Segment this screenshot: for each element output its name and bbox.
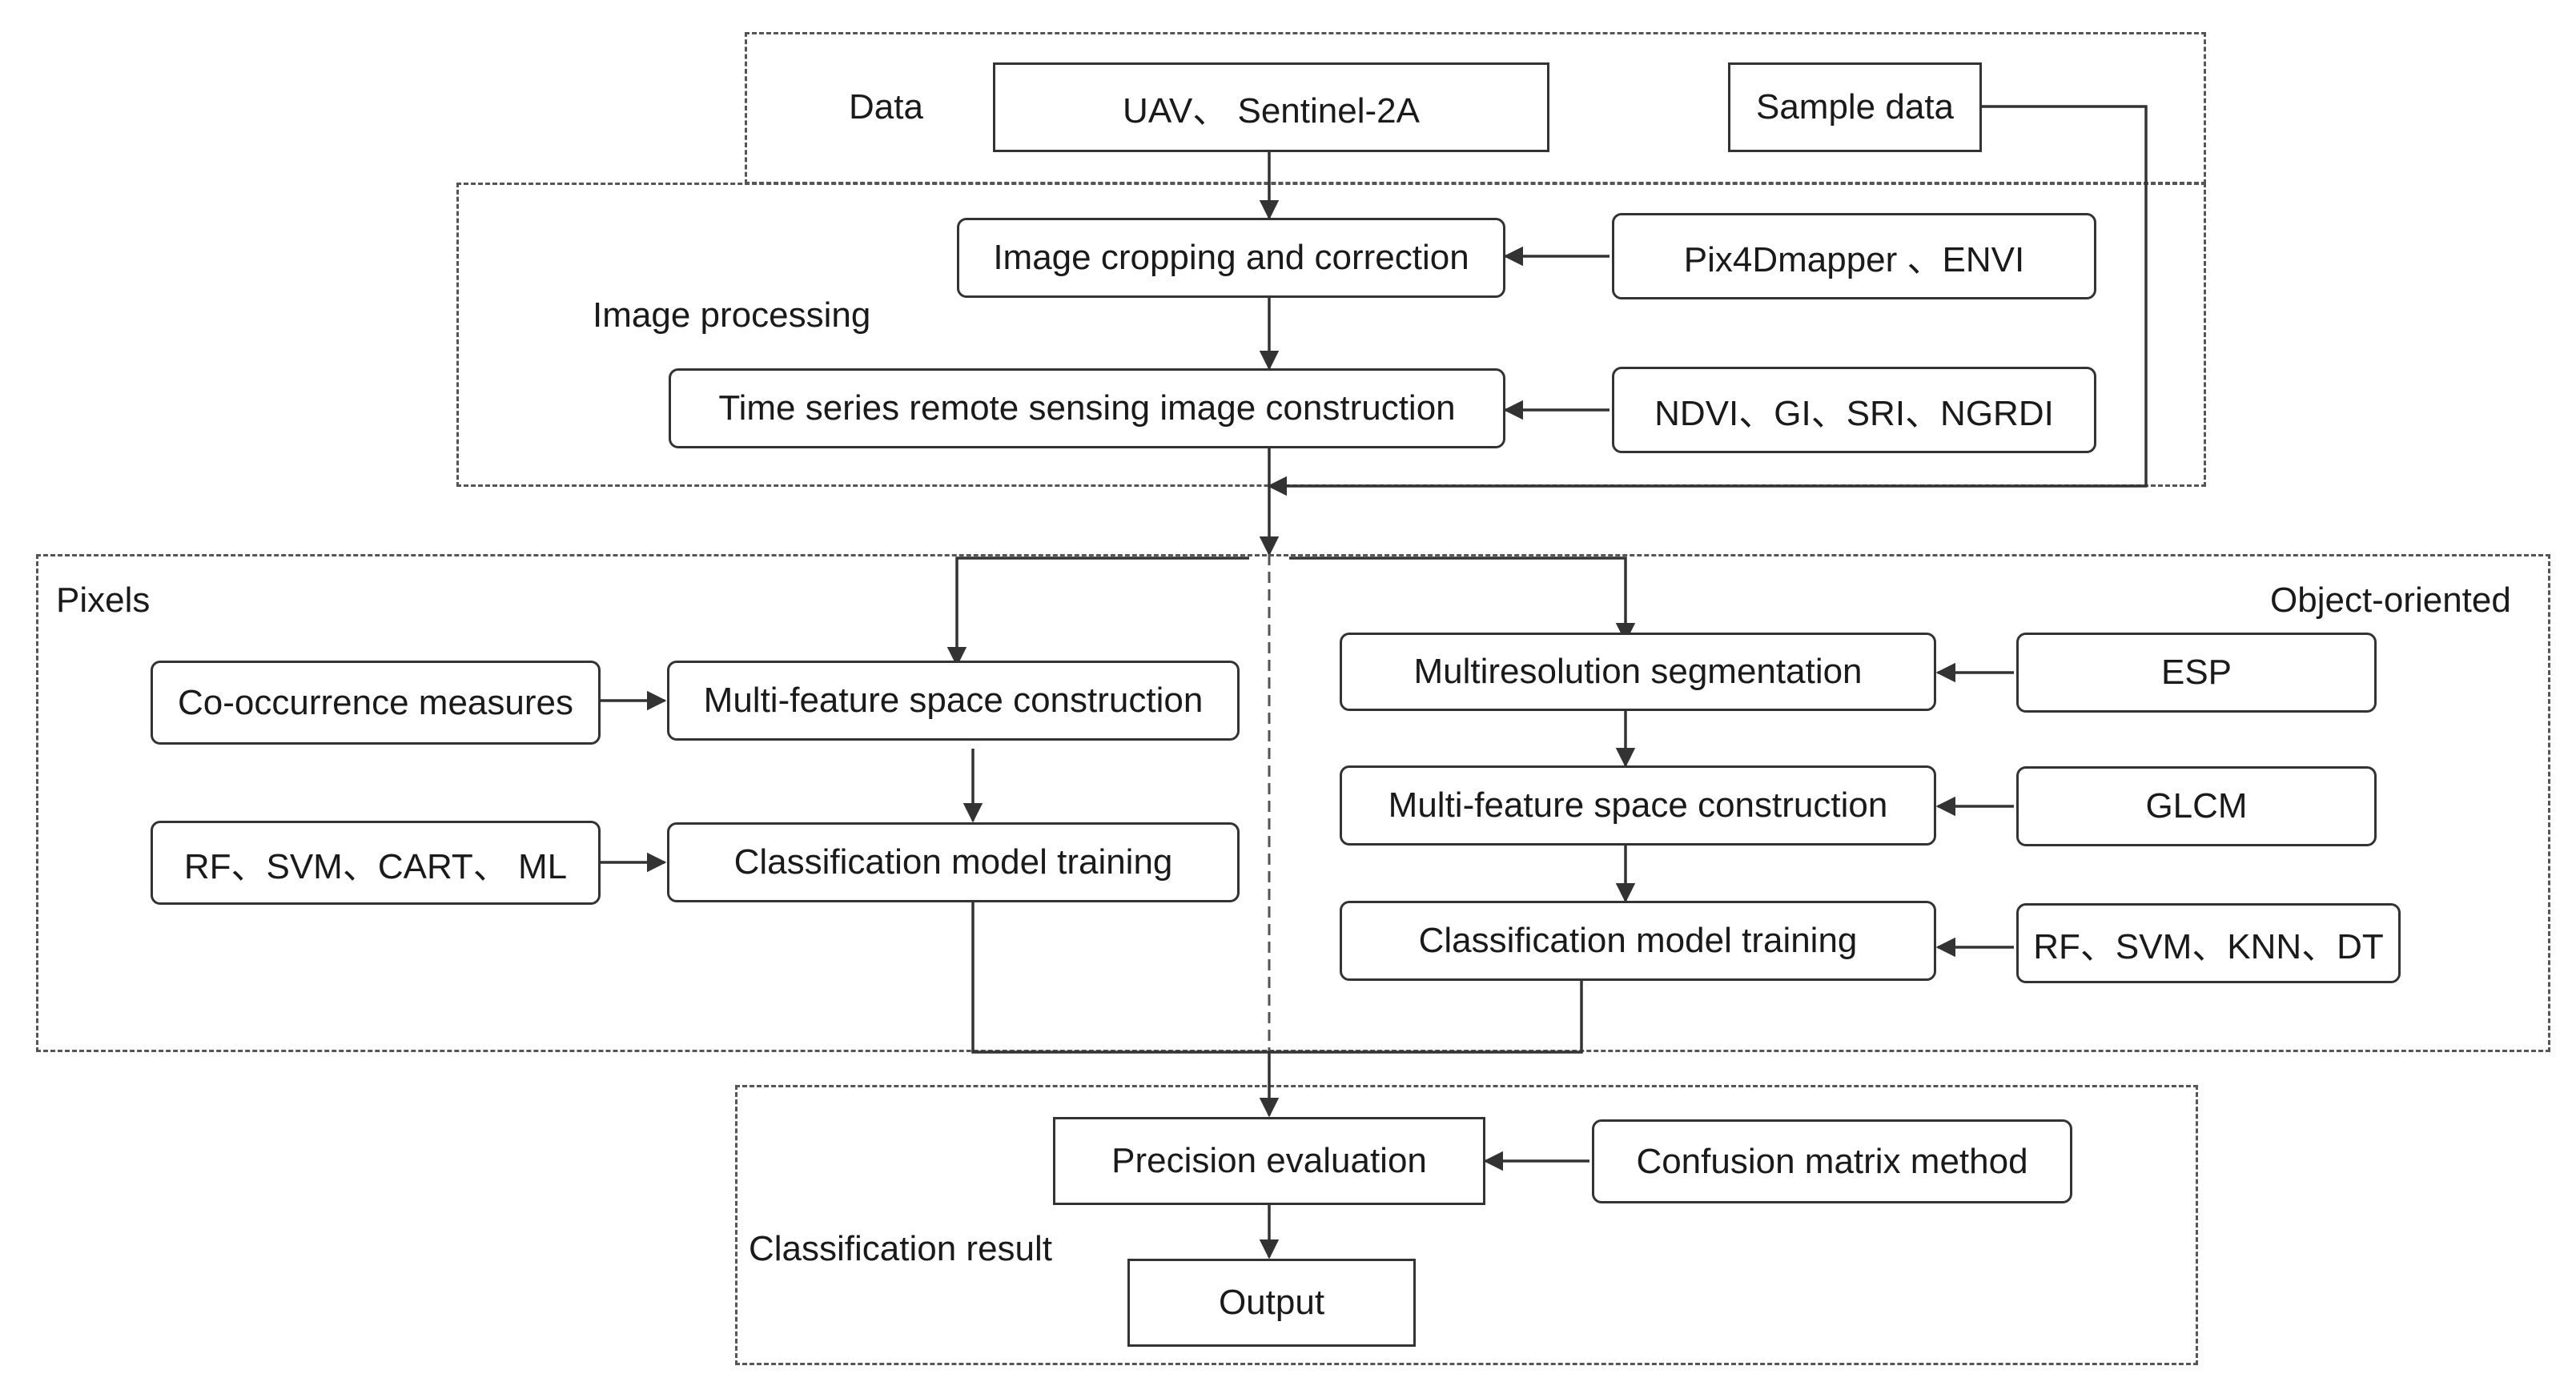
node-time-series: Time series remote sensing image constru… <box>669 368 1505 448</box>
node-pixel-feature-space: Multi-feature space construction <box>667 661 1240 741</box>
node-output: Output <box>1127 1259 1416 1347</box>
node-precision-evaluation: Precision evaluation <box>1053 1117 1485 1205</box>
node-pixel-training: Classification model training <box>667 822 1240 902</box>
node-indices: NDVI、GI、SRI、NGRDI <box>1612 367 2096 453</box>
node-object-feature-space: Multi-feature space construction <box>1340 765 1936 846</box>
node-image-cropping: Image cropping and correction <box>957 218 1505 298</box>
group-classification-result <box>735 1085 2198 1365</box>
node-pix4d-envi: Pix4Dmapper 、ENVI <box>1612 213 2096 299</box>
node-pixel-algorithms: RF、SVM、CART、 ML <box>151 821 601 905</box>
node-object-training: Classification model training <box>1340 901 1936 981</box>
node-co-occurrence: Co-occurrence measures <box>151 661 601 745</box>
group-label-object-oriented: Object-oriented <box>2270 581 2511 620</box>
node-glcm: GLCM <box>2016 766 2377 846</box>
node-multiresolution: Multiresolution segmentation <box>1340 633 1936 711</box>
node-uav-sentinel: UAV、 Sentinel-2A <box>993 62 1549 152</box>
group-label-data: Data <box>849 87 923 127</box>
node-object-algorithms: RF、SVM、KNN、DT <box>2016 903 2401 983</box>
group-label-pixels: Pixels <box>56 581 151 620</box>
node-confusion-matrix: Confusion matrix method <box>1592 1119 2072 1203</box>
group-label-image-processing: Image processing <box>593 295 871 335</box>
node-sample-data: Sample data <box>1728 62 1982 152</box>
node-esp: ESP <box>2016 633 2377 713</box>
group-label-classification-result: Classification result <box>749 1229 1053 1268</box>
